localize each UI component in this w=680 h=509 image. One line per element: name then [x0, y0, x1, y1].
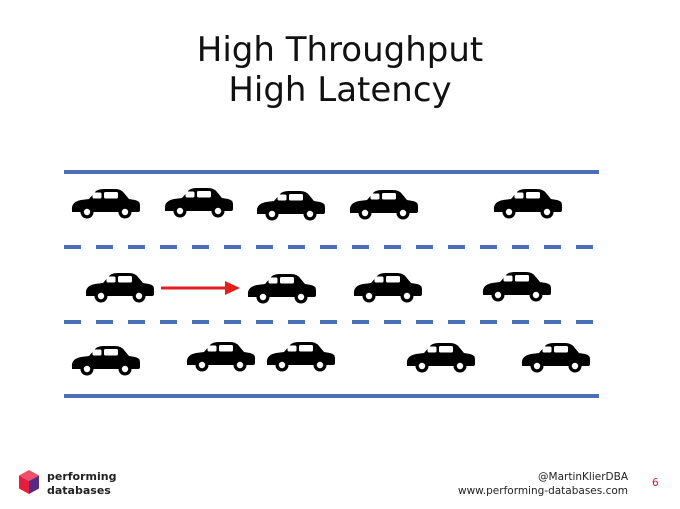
- car-icon: [493, 189, 562, 219]
- twitter-handle: @MartinKlierDBA: [538, 471, 628, 483]
- brand-line-1: performing: [47, 470, 117, 483]
- car-icon: [349, 190, 418, 220]
- highway-diagram: [64, 170, 599, 398]
- title-line-1: High Throughput: [196, 30, 484, 70]
- performing-databases-logo: [19, 470, 39, 494]
- car-icon: [266, 342, 335, 372]
- car-icon: [71, 346, 140, 376]
- brand-name: performing databases: [47, 470, 116, 498]
- road-edge-bottom: [64, 394, 599, 398]
- page-number: 6: [652, 477, 659, 489]
- car-icon: [247, 274, 316, 304]
- title-line-2: High Latency: [228, 70, 452, 110]
- road-edge-top: [64, 170, 599, 174]
- slide-title: High Throughput High Latency: [0, 30, 680, 110]
- arrow-right-icon: [161, 281, 240, 295]
- car-icon: [353, 273, 422, 303]
- footer-contact: @MartinKlierDBA www.performing-databases…: [458, 470, 628, 498]
- brand-line-2: databases: [47, 484, 111, 497]
- car-icon: [482, 272, 551, 302]
- car-icon: [406, 343, 475, 373]
- car-icon: [186, 342, 255, 372]
- website-url: www.performing-databases.com: [458, 485, 628, 497]
- car-icon: [256, 191, 325, 221]
- car-icon: [85, 273, 154, 303]
- car-icon: [521, 343, 590, 373]
- car-icon: [164, 188, 233, 218]
- car-icon: [71, 189, 140, 219]
